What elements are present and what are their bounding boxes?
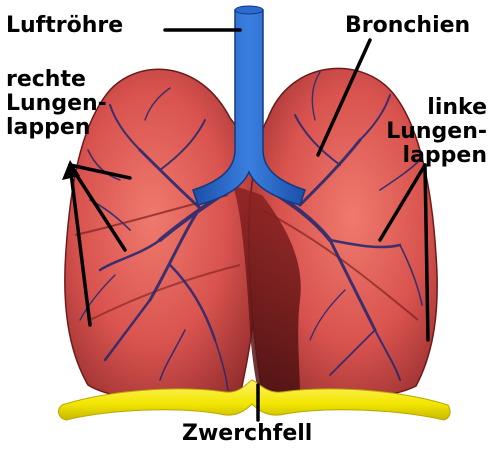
right-lobes-label: rechte Lungen- lappen	[6, 68, 107, 140]
trachea-label: Luftröhre	[6, 14, 123, 38]
diaphragm-label: Zwerchfell	[182, 422, 312, 446]
right-lobes-line-3: lappen	[6, 116, 107, 140]
left-lobes-label: linke Lungen- lappen	[386, 96, 487, 168]
right-lobes-line-2: Lungen-	[6, 92, 107, 116]
right-lobes-line-1: rechte	[6, 68, 107, 92]
left-lobes-line-2: Lungen-	[386, 120, 487, 144]
bronchi-label: Bronchien	[345, 14, 470, 38]
left-lobes-line-1: linke	[386, 96, 487, 120]
left-lobes-line-3: lappen	[386, 144, 487, 168]
